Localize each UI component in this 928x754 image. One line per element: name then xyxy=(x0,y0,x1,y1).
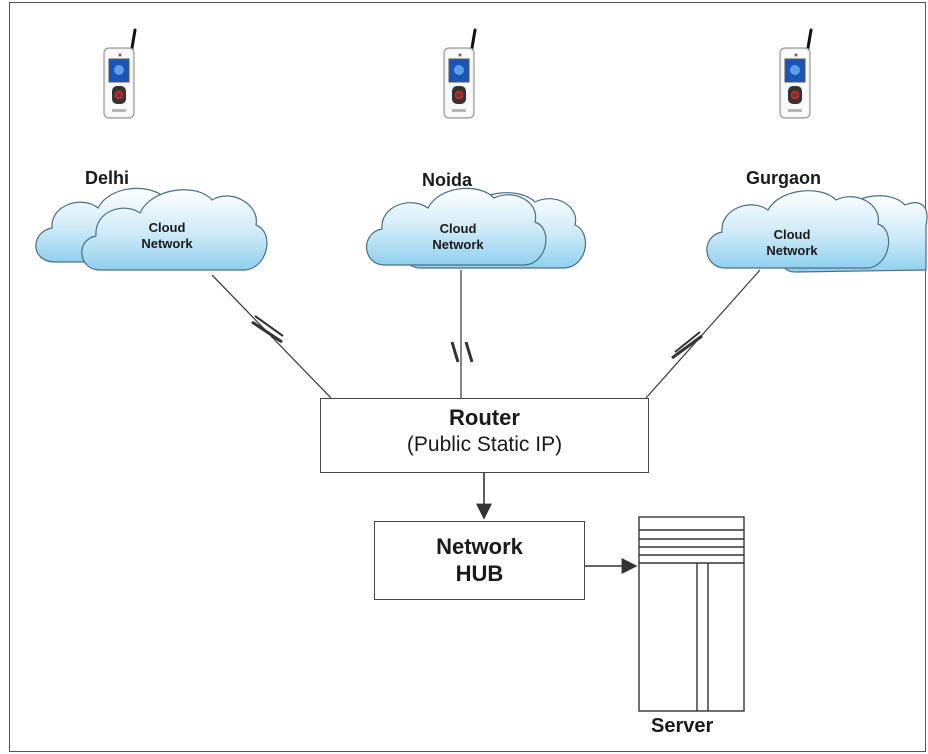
cloud-label-delhi: Cloud Network xyxy=(141,220,193,251)
hub-label-line1: Network xyxy=(436,534,523,559)
cloud-label-noida: Cloud Network xyxy=(432,221,484,252)
router-title: Router xyxy=(449,405,520,430)
server-label: Server xyxy=(651,715,714,737)
router-subtitle: (Public Static IP) xyxy=(406,433,563,456)
site-label-noida: Noida xyxy=(422,170,473,190)
server-icon xyxy=(638,516,745,712)
site-label-delhi: Delhi xyxy=(85,168,130,188)
biometric-device-icon xyxy=(442,28,477,120)
hub-label-line2: HUB xyxy=(455,561,504,586)
router-box: Router (Public Static IP) xyxy=(320,398,649,473)
link-gurgaon-router xyxy=(645,269,761,399)
diagram-frame xyxy=(9,2,926,752)
cloud-network-noida-icon xyxy=(366,187,586,269)
link-noida-router xyxy=(450,270,474,398)
biometric-device-icon xyxy=(102,28,137,120)
cloud-label-gurgaon: Cloud Network xyxy=(766,227,818,258)
link-delhi-router xyxy=(211,274,332,399)
cloud-network-gurgaon-icon xyxy=(706,190,928,273)
biometric-device-icon xyxy=(778,28,813,120)
network-hub-box: Network HUB xyxy=(374,521,585,600)
cloud-network-delhi-icon xyxy=(35,187,268,271)
site-label-gurgaon: Gurgaon xyxy=(746,168,821,188)
